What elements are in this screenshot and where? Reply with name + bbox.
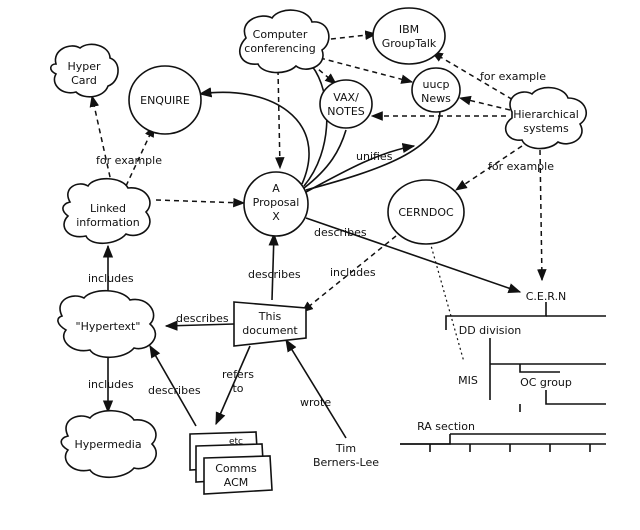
org-mis-label: MIS	[458, 374, 478, 387]
edge-label-refers: refers	[222, 368, 254, 381]
node-cerndoc-label: CERNDOC	[398, 206, 454, 219]
edge-linked-to-enquire	[125, 124, 155, 187]
node-linked-information-label-2: information	[76, 216, 140, 229]
edge-proposal-unifies-conferencing	[303, 65, 328, 187]
edge-label-describes-cern: describes	[314, 226, 367, 239]
edge-conferencing-to-uucp	[319, 57, 414, 84]
node-this-document-label-1: This	[258, 310, 282, 323]
edge-label-includes-hypermedia: includes	[88, 378, 134, 391]
edge-cerndoc-includes-document	[301, 235, 397, 313]
node-cerndoc-shape	[387, 179, 465, 245]
edge-tim-wrote-document	[285, 338, 347, 439]
edge-hierarchical-to-uucp	[458, 95, 511, 111]
node-hypertext-label: "Hypertext"	[76, 320, 141, 333]
node-enquire-shape	[128, 65, 202, 135]
node-tim-berners-lee-label-1: Tim	[335, 442, 356, 455]
edge-label-for-example-cerndoc: for example	[488, 160, 554, 173]
node-hypercard-label-2: Card	[71, 74, 97, 87]
edge-proposal-describes-cern	[305, 217, 522, 294]
edge-hierarchical-to-cern	[537, 149, 547, 282]
node-vax-notes-label-1: VAX/	[333, 91, 359, 104]
edge-document-describes-hypertext	[164, 320, 235, 331]
edge-label-includes-cerndoc: includes	[330, 266, 376, 279]
node-linked-information-label-1: Linked	[90, 202, 126, 215]
node-proposal-label-3: X	[272, 210, 280, 223]
edge-label-wrote: wrote	[300, 396, 331, 409]
node-uucp-news-label-1: uucp	[423, 78, 450, 91]
org-oc-group-label: OC group	[520, 376, 572, 389]
edge-linked-to-hypercard	[89, 94, 113, 187]
edge-conferencing-to-proposal	[274, 69, 285, 170]
node-tim-berners-lee-label-2: Berners-Lee	[313, 456, 379, 469]
node-ibm-grouptalk-shape	[372, 7, 446, 65]
node-hierarchical-systems-label-2: systems	[523, 122, 569, 135]
node-linked-information-shape	[62, 177, 151, 245]
node-hypercard-label-1: Hyper	[67, 60, 101, 73]
edge-label-for-example-hypercard: for example	[96, 154, 162, 167]
edge-hierarchical-to-cerndoc	[455, 145, 523, 191]
node-computer-conferencing-label-2: conferencing	[244, 42, 315, 55]
node-hypermedia-shape	[60, 409, 158, 479]
edge-proposal-unifies-vax	[303, 129, 347, 189]
edge-label-includes-linked: includes	[88, 272, 134, 285]
node-proposal-shape	[243, 171, 309, 237]
edge-proposal-unifies-arrow	[305, 142, 416, 193]
node-uucp-news-label-2: News	[421, 92, 451, 105]
node-hypermedia-label: Hypermedia	[74, 438, 141, 451]
node-hierarchical-systems-label-1: Hierarchical	[513, 108, 579, 121]
node-ibm-grouptalk-label-2: GroupTalk	[382, 37, 437, 50]
org-dd-division-label: DD division	[459, 324, 522, 337]
node-this-document-label-2: document	[242, 324, 298, 337]
node-uucp-news-shape	[411, 67, 461, 113]
edge-cerndoc-to-mis	[429, 241, 465, 363]
node-comms-acm-label-1: Comms	[215, 462, 257, 475]
node-vax-notes-shape	[319, 79, 373, 129]
node-vax-notes-label-2: NOTES	[327, 105, 365, 118]
edge-comms-describes-hypertext	[149, 344, 197, 427]
edge-conferencing-to-ibm	[321, 30, 378, 41]
node-hierarchical-systems-shape	[504, 86, 588, 150]
edge-label-unifies: unifies	[356, 150, 393, 163]
edge-hierarchical-to-ibm	[430, 51, 521, 105]
edge-document-describes-proposal	[268, 232, 279, 301]
node-proposal-label-1: A	[272, 182, 280, 195]
node-hypertext-shape	[57, 289, 157, 359]
node-comms-acm-label-2: ACM	[224, 476, 249, 489]
edge-linked-to-proposal	[155, 197, 246, 208]
node-ibm-grouptalk-label-1: IBM	[399, 23, 419, 36]
edge-label-describes-hypertext: describes	[176, 312, 229, 325]
edge-label-describes-comms: describes	[148, 384, 201, 397]
org-ra-section-label: RA section	[417, 420, 475, 433]
edge-label-to: to	[232, 382, 243, 395]
edge-label-for-example-ibm: for example	[480, 70, 546, 83]
edge-label-describes-proposal: describes	[248, 268, 301, 281]
node-proposal-label-2: Proposal	[253, 196, 300, 209]
node-hypercard-shape	[49, 43, 119, 98]
node-computer-conferencing-shape	[238, 9, 330, 74]
node-comms-doc-front	[203, 455, 273, 495]
node-this-document-shape	[233, 301, 307, 347]
edge-document-refers-to-comms	[215, 345, 251, 426]
edge-proposal-unifies-uucp	[305, 109, 441, 191]
node-computer-conferencing-label-1: Computer	[253, 28, 308, 41]
org-cern-label: C.E.R.N	[526, 290, 567, 303]
node-enquire-label: ENQUIRE	[140, 94, 190, 107]
edge-proposal-unifies-enquire	[198, 87, 310, 185]
org-chart	[400, 302, 606, 452]
node-etc-label: etc	[229, 437, 243, 447]
